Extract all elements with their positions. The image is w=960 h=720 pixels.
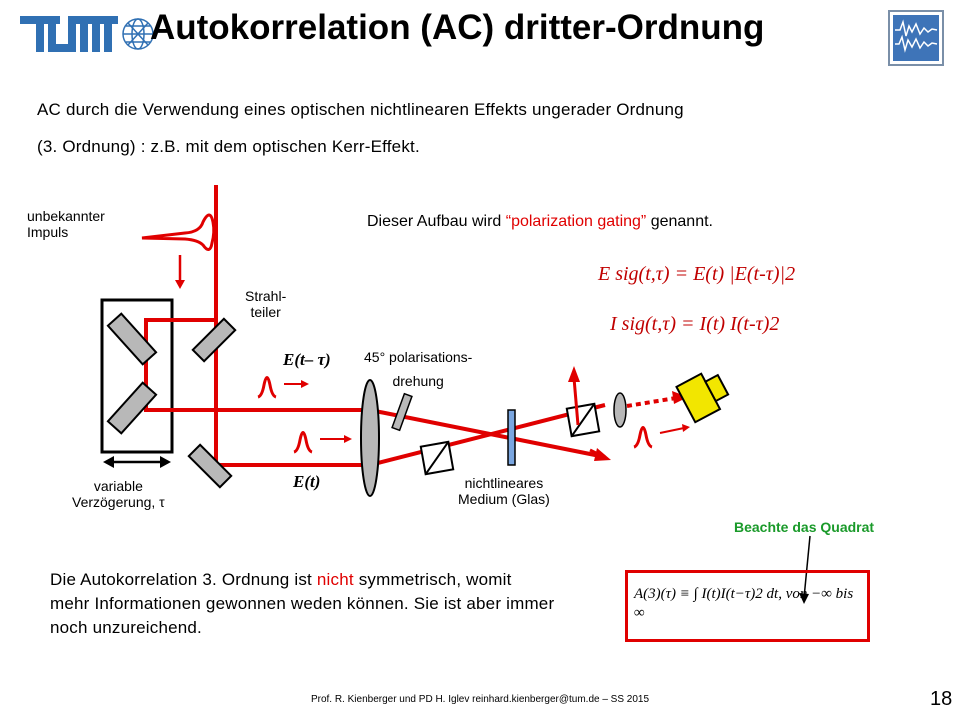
- fold-mirror: [187, 443, 233, 489]
- globe-icon: [122, 18, 154, 50]
- label-polarization-rotation: 45° polarisations-drehung: [364, 349, 473, 389]
- detector: [675, 372, 730, 424]
- polarizer-1: [419, 440, 455, 476]
- equation-esig: E sig(t,τ) = E(t) |E(t-τ)|2: [598, 263, 796, 285]
- footer: Prof. R. Kienberger und PD H. Iglev rein…: [310, 694, 650, 705]
- focusing-lens: [360, 379, 380, 497]
- tum-logo: [20, 16, 154, 52]
- page-title: Autokorrelation (AC) dritter-Ordnung: [150, 8, 765, 47]
- delay-mirror-top: [106, 312, 158, 366]
- bottom-paragraph: Die Autokorrelation 3. Ordnung ist nicht…: [50, 570, 555, 637]
- waveplate: [391, 392, 413, 432]
- formula-box: A(3)(τ) ≡ ∫ I(t)I(t−τ)2 dt, von −∞ bis ∞: [625, 570, 870, 642]
- pulse-delayed: [257, 376, 277, 399]
- formula-note: Beachte das Quadrat: [734, 519, 875, 535]
- setup-note: Dieser Aufbau wird “polarization gating”…: [367, 213, 713, 230]
- collection-lens: [613, 392, 627, 428]
- intro-line-1: AC durch die Verwendung eines optischen …: [37, 100, 684, 119]
- waveform-logo-icon: [888, 10, 944, 66]
- pulse-output: [633, 426, 653, 449]
- nonlinear-medium: [507, 409, 516, 466]
- label-delayed-field: E(t– τ): [283, 350, 331, 369]
- label-beam-splitter: Strahl-teiler: [245, 288, 287, 320]
- pulse-direct: [293, 431, 313, 454]
- delay-mirror-bottom: [106, 381, 158, 435]
- tum-logo-letters: [20, 16, 118, 52]
- label-field: E(t): [293, 472, 321, 491]
- beam-splitter: [191, 317, 237, 363]
- polarizer-2: [565, 402, 601, 438]
- autocorrelation-formula: A(3)(τ) ≡ ∫ I(t)I(t−τ)2 dt, von −∞ bis ∞: [634, 586, 854, 621]
- intro-line-2: (3. Ordnung) : z.B. mit dem optischen Ke…: [37, 137, 420, 156]
- page-number: 18: [930, 688, 953, 710]
- equation-isig: I sig(t,τ) = I(t) I(t-τ)2: [610, 313, 780, 335]
- unknown-pulse-shape: [141, 213, 216, 251]
